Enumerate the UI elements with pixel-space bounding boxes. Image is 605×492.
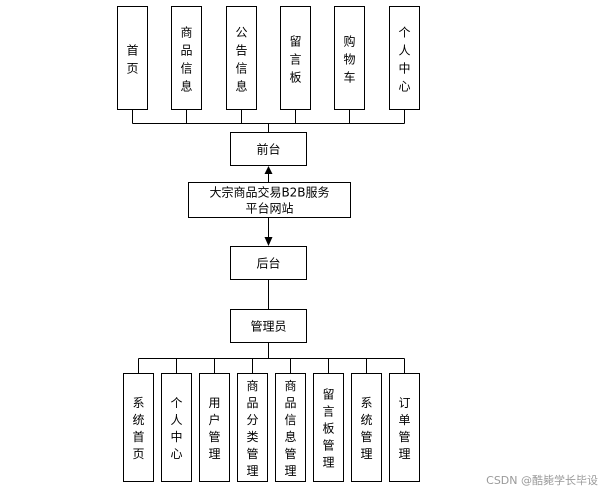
backend-node-label: 后台 — [256, 256, 280, 271]
center-node-title-line2: 平台网站 — [245, 201, 293, 216]
backend-node-box — [230, 246, 307, 280]
admin-module-box-product-management — [275, 373, 306, 482]
admin-module-label-6: 系统管理 — [360, 396, 372, 461]
frontend-connectors — [132, 110, 405, 132]
admin-node-box — [230, 309, 307, 343]
arrow-to-frontend-head — [264, 166, 273, 174]
admin-modules: 系统首页 个人中心 用户管理 商品分类管理 商品信息管理 留言板管理 系统管理 订单管理 — [123, 373, 420, 482]
admin-module-label-5: 留言板管理 — [322, 388, 334, 470]
frontend-module-box-personal-center — [389, 6, 420, 110]
frontend-module-box-message-board — [280, 6, 311, 110]
frontend-modules: 首页 商品信息 公告信息 留言板 购物车 个人中心 — [117, 6, 420, 110]
admin-module-box-system-home — [123, 373, 154, 482]
frontend-node-label: 前台 — [256, 142, 280, 157]
admin-module-box-category-management — [237, 373, 268, 482]
frontend-module-box-cart — [334, 6, 365, 110]
frontend-module-label-5: 个人中心 — [398, 25, 410, 93]
admin-node-label: 管理员 — [250, 319, 286, 334]
frontend-node-box — [230, 132, 307, 166]
frontend-module-label-3: 留言板 — [289, 34, 301, 84]
admin-connectors — [138, 343, 405, 373]
admin-module-label-4: 商品信息管理 — [284, 378, 296, 478]
center-node-title-line1: 大宗商品交易B2B服务 — [209, 185, 329, 200]
frontend-module-label-0: 首页 — [126, 43, 138, 75]
arrow-to-backend-head — [264, 237, 273, 246]
frontend-module-box-announcement — [226, 6, 257, 110]
frontend-module-label-4: 购物车 — [343, 33, 355, 84]
admin-module-box-user-management — [199, 373, 230, 482]
admin-module-label-3: 商品分类管理 — [246, 378, 258, 478]
admin-module-label-0: 系统首页 — [132, 396, 144, 461]
admin-module-label-2: 用户管理 — [208, 396, 220, 461]
frontend-module-label-2: 公告信息 — [235, 25, 247, 93]
admin-module-box-personal-center — [161, 373, 192, 482]
admin-module-box-order-management — [389, 373, 420, 482]
admin-module-label-1: 个人中心 — [170, 396, 182, 461]
frontend-module-label-1: 商品信息 — [180, 24, 192, 93]
admin-module-box-system-management — [351, 373, 382, 482]
admin-module-box-message-management — [313, 373, 344, 482]
frontend-module-box-product-info — [171, 6, 202, 110]
admin-module-label-7: 订单管理 — [398, 396, 410, 461]
center-node-box — [188, 182, 351, 218]
watermark-text: CSDN @酷毙学长毕设 — [486, 473, 598, 487]
frontend-module-box-home — [117, 6, 148, 110]
